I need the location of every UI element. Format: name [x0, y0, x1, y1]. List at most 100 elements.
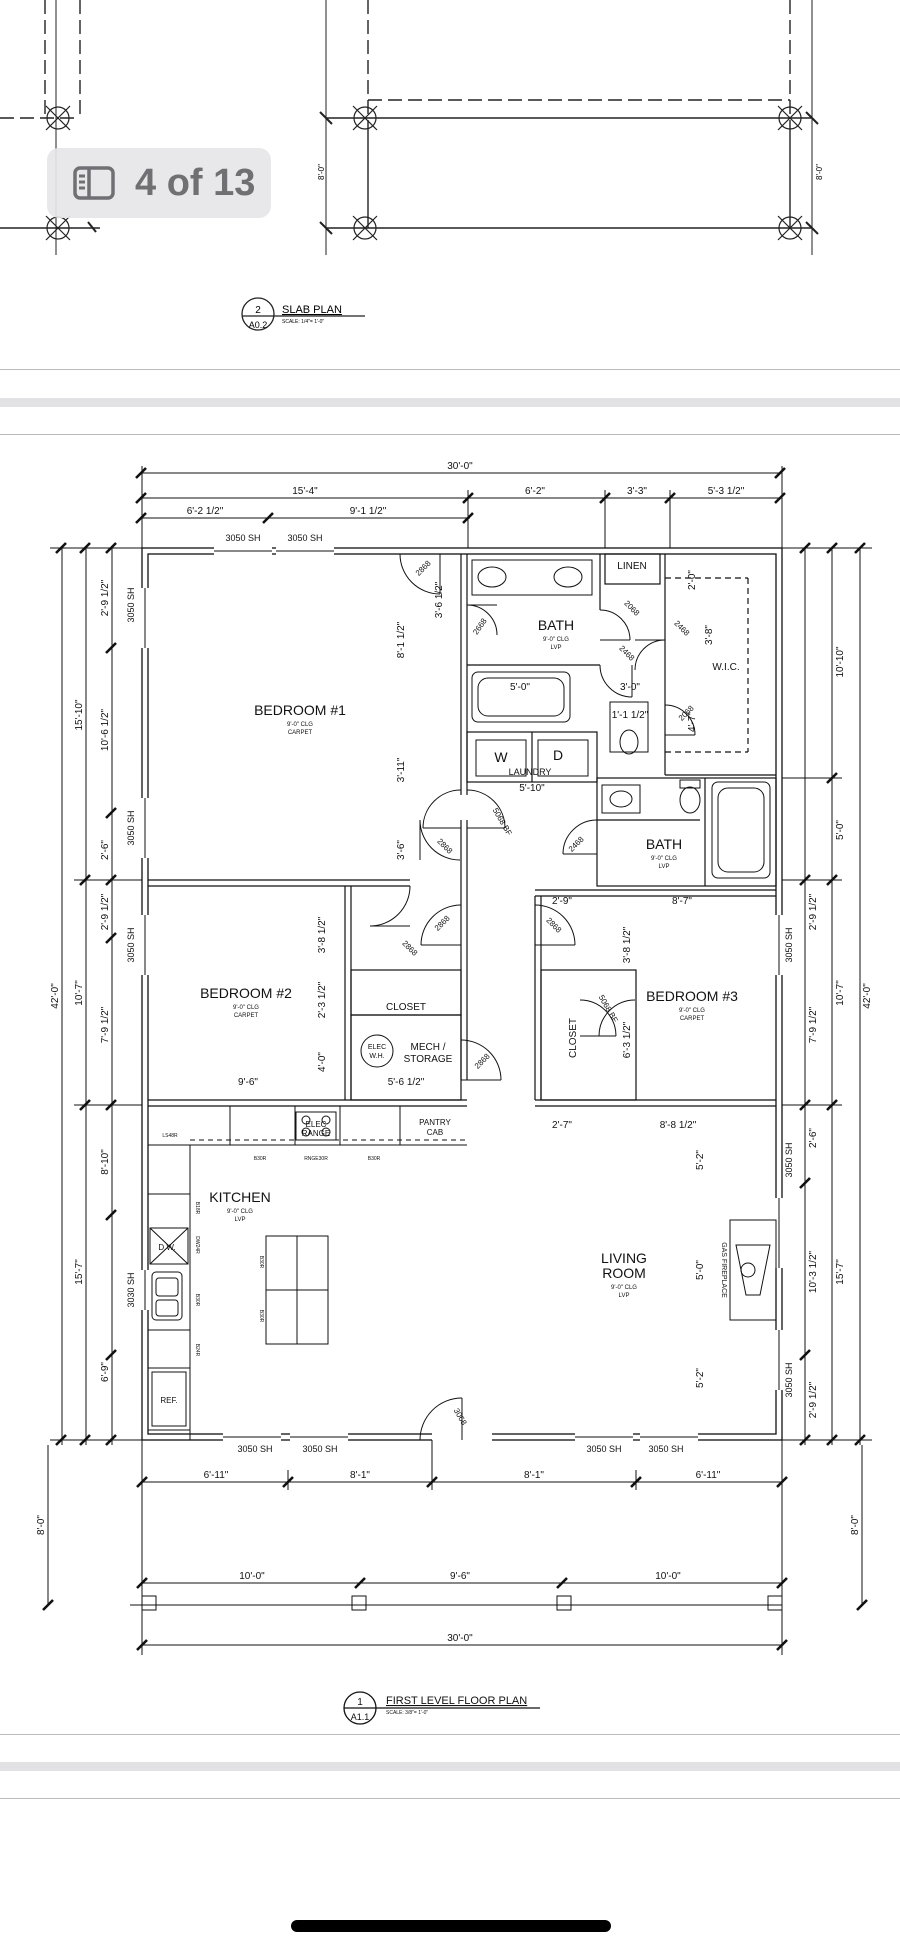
dim-left-2-9a: 2'-9 1/2" [100, 579, 111, 616]
door-label: 2868 [473, 1051, 492, 1070]
room-floor: LVP [551, 645, 562, 651]
floor-plan-title-number: 1 [357, 1697, 363, 1708]
room-floor: CARPET [288, 730, 313, 736]
dim: 2'-9" [552, 896, 572, 907]
dim: 5'-6 1/2" [388, 1077, 425, 1088]
room-floor: CARPET [680, 1016, 705, 1022]
door-label: 5068 BF [491, 806, 514, 837]
slab-sheet-number: A0.2 [249, 320, 268, 330]
dim-top-total: 30'-0" [447, 461, 473, 472]
dim-left-10-7: 10'-7" [74, 980, 85, 1006]
door-label: 2468 [567, 834, 586, 853]
dim-right-15-7: 15'-7" [835, 1259, 846, 1285]
dim: 9'-6" [450, 1571, 470, 1582]
dim: 8'-0" [850, 1515, 861, 1535]
cab-code: B30R [258, 1256, 264, 1269]
room-name: BEDROOM #1 [254, 702, 346, 718]
door-label: 2868 [544, 916, 563, 935]
window-label: 3050 SH [225, 533, 260, 543]
room-bedroom-2: BEDROOM #2 9'-0" CLG CARPET [200, 985, 292, 1019]
room-ceiling: 9'-0" CLG [233, 1005, 259, 1011]
room-living: LIVING ROOM 9'-0" CLG LVP [601, 1250, 647, 1299]
dim-right-7-9: 7'-9 1/2" [808, 1006, 819, 1043]
label-pantry: PANTRY [419, 1118, 451, 1127]
dim-left-2-9b: 2'-9 1/2" [100, 893, 111, 930]
window-label: 3050 SH [287, 533, 322, 543]
cab-code: B30R [254, 1156, 267, 1162]
label-elec: ELEC [368, 1044, 386, 1051]
window-label: 3050 SH [784, 927, 794, 962]
window-label: 3030 SH [126, 1272, 136, 1307]
door-label: 2468 [617, 644, 636, 663]
room-floor: CARPET [234, 1013, 259, 1019]
dim: 30'-0" [447, 1633, 473, 1644]
room-name: KITCHEN [209, 1189, 270, 1205]
room-name: BEDROOM #3 [646, 988, 738, 1004]
cab-code: B24R [194, 1344, 200, 1357]
floor-plan-page[interactable]: 30'-0" 15'-4" 6'-2" 3'-3" 5'-3 1/2" 6'-2… [0, 435, 900, 1735]
cab-code: LS48R [162, 1133, 178, 1139]
slab-plan-title: SLAB PLAN [282, 304, 342, 316]
window-label: 3050 SH [784, 1362, 794, 1397]
dim-left-42: 42'-0" [50, 983, 61, 1009]
window-label: 3050 SH [237, 1444, 272, 1454]
cab-code: B30R [258, 1310, 264, 1323]
dim: 8'-7" [672, 896, 692, 907]
dim-6-2-half: 6'-2 1/2" [187, 506, 224, 517]
room-name-2: ROOM [602, 1265, 646, 1281]
dim-right-2-9: 2'-9 1/2" [808, 893, 819, 930]
label-dw: D.W. [158, 1243, 175, 1252]
dim-left-15-10: 15'-10" [74, 699, 85, 730]
dim: 9'-6" [238, 1077, 258, 1088]
slab-plan-scale: SCALE: 1/4"= 1'-0" [282, 319, 324, 325]
label-wh: W.H. [369, 1053, 384, 1060]
dim: 6'-11" [696, 1470, 721, 1481]
page-indicator[interactable]: 4 of 13 [47, 148, 271, 218]
dim-right-5-0: 5'-0" [835, 820, 846, 840]
window-label: 3050 SH [126, 927, 136, 962]
room-floor: LVP [659, 864, 670, 870]
dim: 10'-0" [655, 1571, 681, 1582]
room-name: LIVING [601, 1250, 647, 1266]
door-label: 2868 [433, 913, 452, 932]
page-indicator-text: 4 of 13 [135, 161, 256, 204]
dim: 3'-11" [396, 757, 407, 782]
slab-title-number: 2 [255, 305, 261, 316]
label-dryer: D [553, 747, 563, 763]
page-separator [0, 398, 900, 407]
door-label: 2868 [414, 558, 433, 577]
sidebar-pages-icon [73, 166, 115, 200]
dim-left-7-9: 7'-9 1/2" [100, 1006, 111, 1043]
floor-plan-title: FIRST LEVEL FLOOR PLAN [386, 1695, 527, 1707]
dim: 8'-1" [524, 1470, 544, 1481]
dim: 8'-0" [36, 1515, 47, 1535]
dim-right-2-6: 2'-6" [808, 1128, 819, 1148]
dim-left-15-7: 15'-7" [74, 1259, 85, 1285]
window-label: 3050 SH [648, 1444, 683, 1454]
room-name: BEDROOM #2 [200, 985, 292, 1001]
dim: 8'-8 1/2" [660, 1120, 697, 1131]
dim: 1'-1 1/2" [612, 710, 649, 721]
room-kitchen: KITCHEN 9'-0" CLG LVP [209, 1189, 270, 1223]
room-name: BATH [538, 617, 574, 633]
dim-3-3: 3'-3" [627, 486, 647, 497]
dim: 2'-7" [552, 1120, 572, 1131]
dim-left-8-10: 8'-10" [100, 1149, 111, 1175]
room-ceiling: 9'-0" CLG [227, 1209, 253, 1215]
dim: 3'-8" [704, 625, 715, 645]
dim-15-4: 15'-4" [292, 486, 318, 497]
label-range: RANGE [302, 1129, 330, 1138]
water-heater-icon [360, 1034, 394, 1068]
door-label: 2468 [672, 619, 691, 638]
door-label: 2868 [400, 939, 419, 958]
cab-code: DW24R [194, 1236, 200, 1254]
cab-code: B30R [194, 1294, 200, 1307]
home-indicator[interactable] [291, 1920, 611, 1932]
page-separator [0, 1762, 900, 1771]
window-label: 3050 SH [126, 587, 136, 622]
dim: 3'-6 1/2" [434, 581, 445, 618]
room-ceiling: 9'-0" CLG [543, 637, 569, 643]
label-washer: W [494, 749, 508, 765]
dim: 10'-0" [239, 1571, 265, 1582]
door-label: 3068 [452, 1407, 469, 1427]
